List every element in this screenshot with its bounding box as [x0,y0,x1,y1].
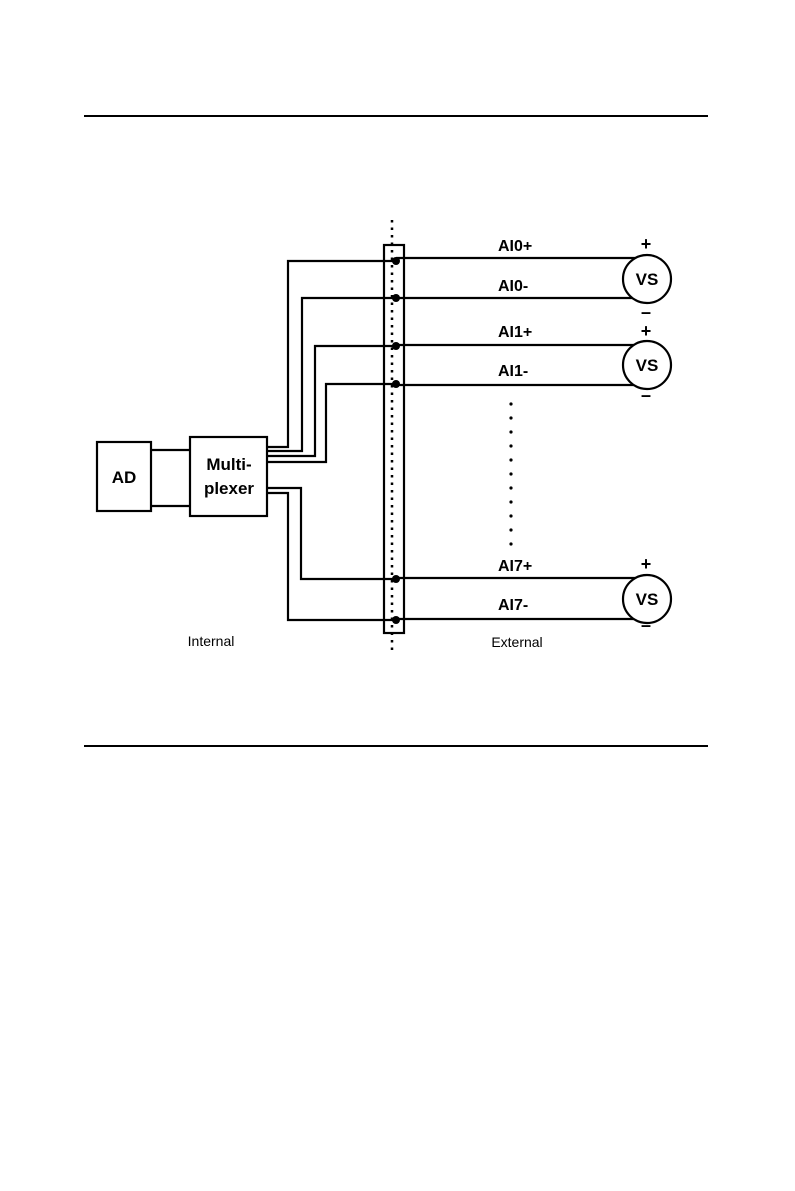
vs-label-ai7: VS [636,590,659,609]
terminal-strip [384,245,404,633]
label-ai7-plus: AI7+ [498,558,532,575]
mux-wire-ai7-minus [267,493,396,620]
vs-label-ai0: VS [636,270,659,289]
label-ai7-minus: AI7- [498,597,528,614]
voltage-source-ai1: VS [623,341,671,389]
plus-sign-ai1: + [641,321,652,341]
plus-sign-ai0: + [641,234,652,254]
ad-label: AD [112,468,137,487]
mux-wire-ai0-plus [267,261,396,447]
ad-block: AD [97,442,151,511]
label-ai0-minus: AI0- [498,278,528,295]
minus-sign-ai0: – [641,302,651,322]
region-external-label: External [491,634,542,650]
mux-label-line2: plexer [204,479,254,498]
mux-wire-ai1-plus [267,346,396,456]
channel-ellipsis [509,402,512,545]
mux-label-line1: Multi- [206,455,251,474]
label-ai0-plus: AI0+ [498,238,532,255]
minus-sign-ai7: – [641,615,651,635]
label-ai1-plus: AI1+ [498,324,532,341]
mux-wire-ai0-minus [267,298,396,451]
vs-label-ai1: VS [636,356,659,375]
voltage-source-ai0: VS [623,255,671,303]
mux-wire-ai7-plus [267,488,396,579]
label-ai1-minus: AI1- [498,363,528,380]
region-internal-label: Internal [188,633,235,649]
plus-sign-ai7: + [641,554,652,574]
minus-sign-ai1: – [641,385,651,405]
multiplexer-block: Multi- plexer [190,437,267,516]
